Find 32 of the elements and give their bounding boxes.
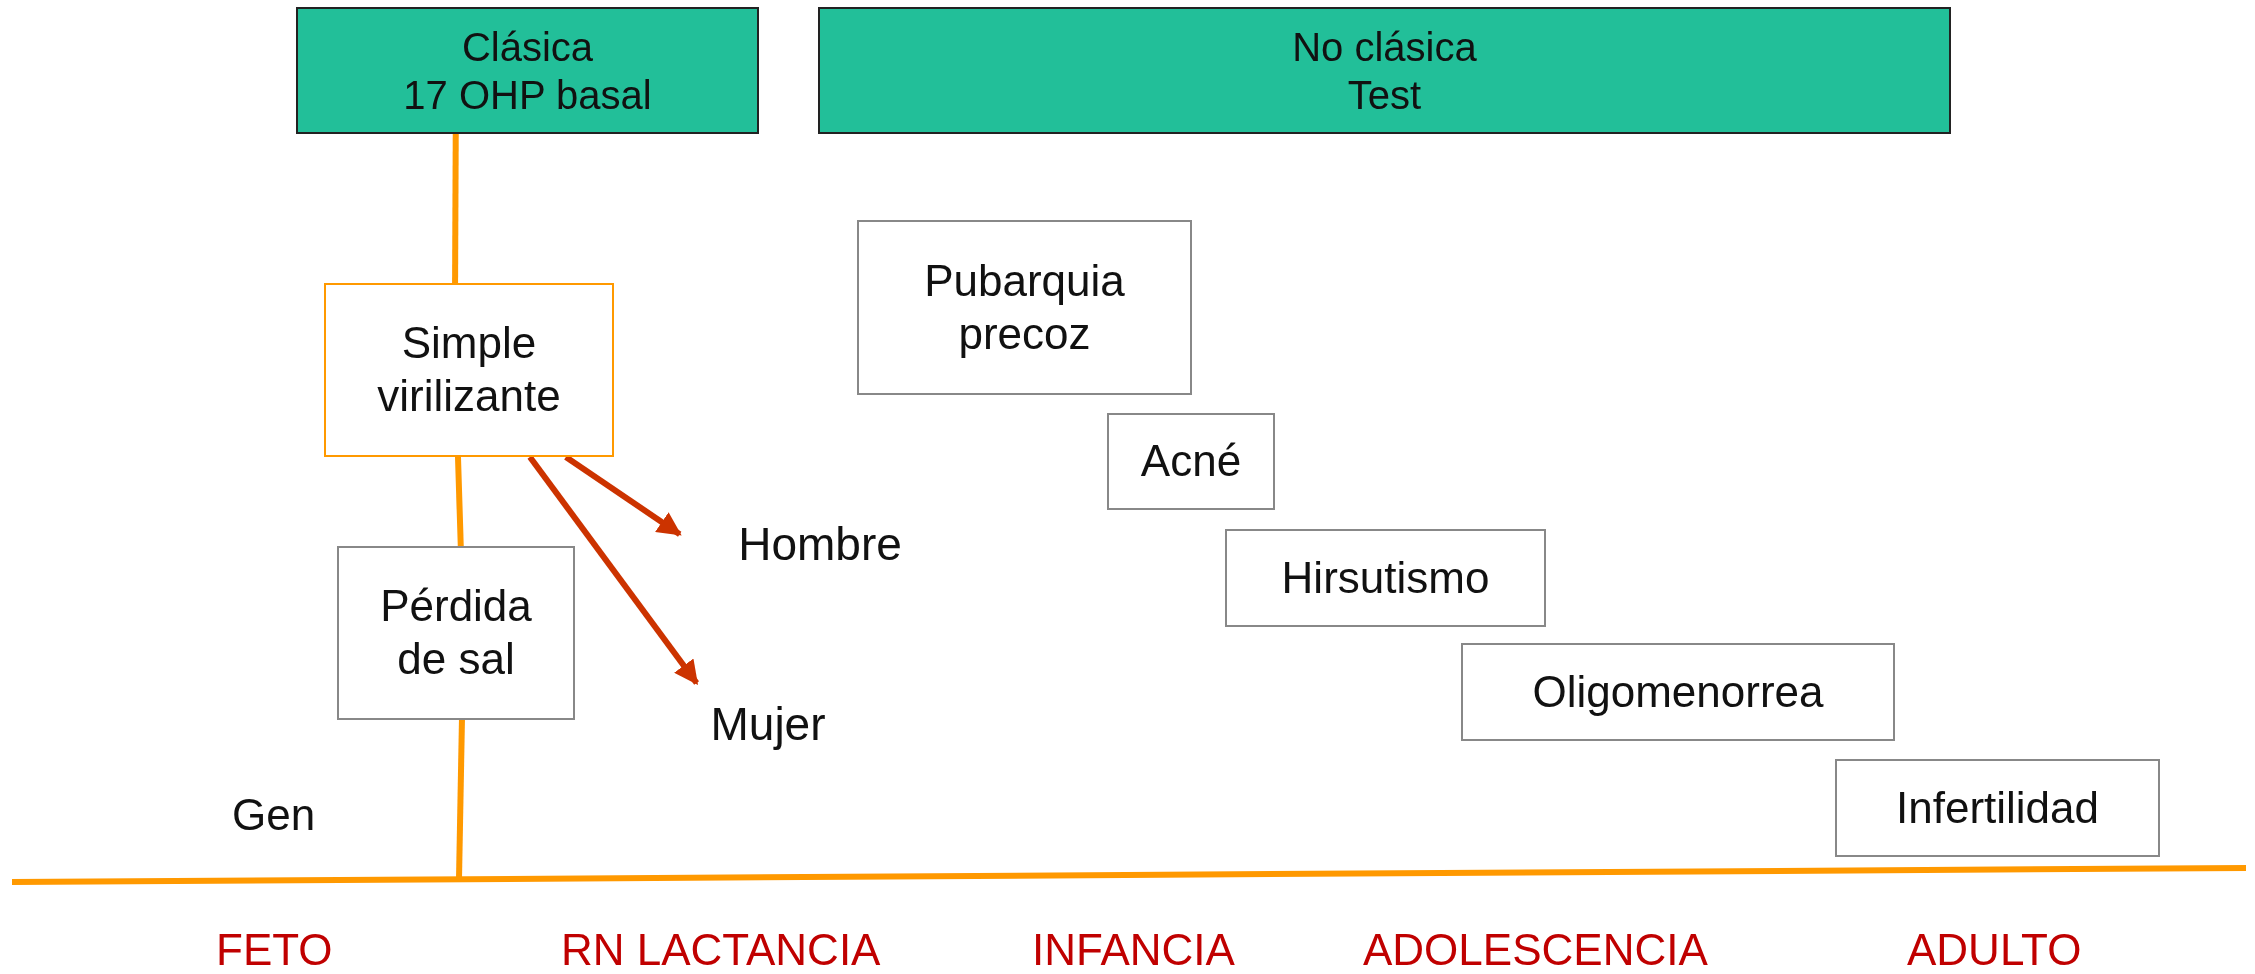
outcome-text: Hombre xyxy=(705,515,935,575)
node-text: Test xyxy=(1347,71,1422,119)
symptom-box xyxy=(337,546,575,720)
period-label: ADOLESCENCIA xyxy=(1363,925,1708,974)
connector-line xyxy=(455,456,464,547)
node-text: 17 OHP basal xyxy=(403,71,652,119)
arrow xyxy=(527,455,699,685)
category-box xyxy=(818,7,1951,134)
node-text: Acné xyxy=(1140,435,1242,488)
node-text: Oligomenorrea xyxy=(1532,665,1824,718)
period-label: FETO xyxy=(216,925,333,974)
stage-box xyxy=(324,283,614,457)
node-text: Pérdida de sal xyxy=(379,580,533,685)
node-text: Pubarquia precoz xyxy=(923,254,1126,360)
symptom-box xyxy=(1225,529,1546,627)
node-text: No clásica xyxy=(1292,23,1477,71)
outcome-text: Mujer xyxy=(683,695,853,755)
symptom-box xyxy=(857,220,1192,395)
gene-label: Gen xyxy=(232,790,316,840)
symptom-box xyxy=(1107,413,1275,510)
symptom-box xyxy=(1835,759,2160,857)
node-text: Clásica xyxy=(461,23,594,71)
category-box xyxy=(296,7,759,134)
node-text: Infertilidad xyxy=(1896,781,2099,834)
period-label: ADULTO xyxy=(1907,925,2082,974)
period-label: RN LACTANCIA xyxy=(561,925,881,974)
period-label: INFANCIA xyxy=(1032,925,1235,974)
symptom-box xyxy=(1461,643,1895,741)
connector-line xyxy=(456,719,465,880)
node-text: Hirsutismo xyxy=(1281,551,1490,604)
node-text: Simple virilizante xyxy=(376,317,562,422)
connector-line xyxy=(452,133,459,283)
